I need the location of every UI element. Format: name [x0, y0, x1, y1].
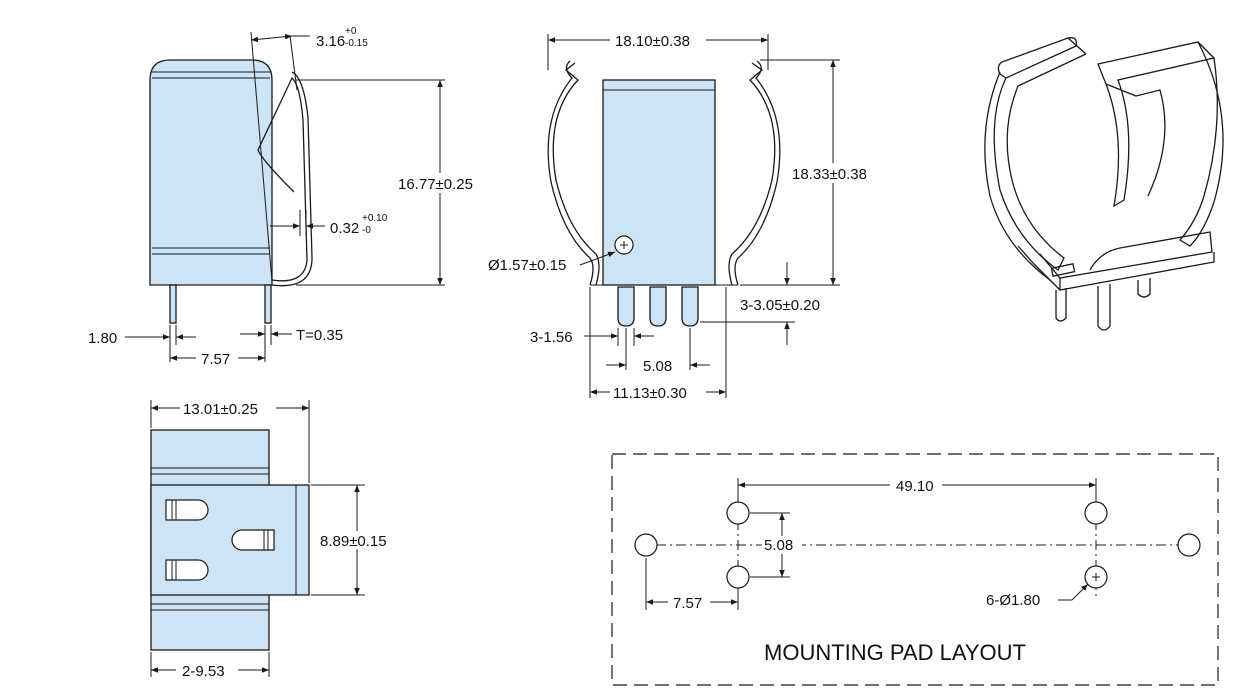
side-pin-left [169, 284, 177, 324]
front-dim-width: 18.10±0.38 [615, 33, 690, 50]
front-pin-3 [681, 286, 699, 327]
front-dim-pin-pitch: 5.08 [643, 358, 672, 375]
side-dim-height: 16.77±0.25 [398, 176, 473, 193]
front-view: Ø1.57±0.15 18.10±0.38 18.33±0.38 3-3.05±… [488, 31, 880, 402]
pad-left-top [726, 501, 750, 525]
pad-layout: 49.10 5.08 7.57 6-Ø1.80 MOUNTING PAD LAY… [611, 453, 1219, 686]
pad-layout-frame [611, 453, 1219, 686]
bottom-dim-tab-height: 8.89±0.15 [320, 533, 387, 550]
front-dim-base-width: 11.13±0.30 [613, 385, 687, 402]
side-dim-clip-width: 3.16 [316, 33, 345, 50]
iso-arm-left [993, 37, 1087, 271]
pad-left-bottom [726, 565, 750, 589]
side-view-clip [257, 76, 308, 282]
iso-base [1039, 231, 1213, 279]
side-dim-gap: 0.32 [330, 220, 359, 237]
front-view-body [602, 79, 716, 286]
side-view: 16.77±0.25 3.16 +0 -0.15 0.32 +0.10 -0 1… [88, 26, 485, 368]
side-dim-clip-width-tol-lower: -0.15 [345, 38, 368, 49]
side-dim-gap-tol-lower: -0 [362, 225, 371, 236]
pad-dim-span: 49.10 [896, 478, 934, 495]
front-dim-height: 18.33±0.38 [792, 166, 867, 183]
side-dim-clip-width-tol-upper: +0 [345, 26, 357, 37]
front-dim-hole: Ø1.57±0.15 [488, 257, 566, 274]
pad-right-top [1084, 501, 1108, 525]
pad-dim-holes: 6-Ø1.80 [986, 592, 1040, 609]
side-dim-pin-left: 1.80 [88, 330, 117, 347]
bottom-view: 13.01±0.25 8.89±0.15 2-9.53 [150, 400, 400, 680]
front-arm-right [728, 62, 776, 286]
front-dim-pin-length: 3-3.05±0.20 [740, 297, 820, 314]
iso-pin-3 [1137, 278, 1151, 298]
bottom-dim-width: 13.01±0.25 [183, 401, 258, 418]
pad-right-outer [1177, 533, 1201, 557]
iso-pin-1 [1055, 288, 1067, 322]
side-pin-right [264, 284, 272, 324]
pad-dim-pitch: 5.08 [764, 537, 793, 554]
iso-arm-right [1097, 41, 1216, 208]
front-pin-2 [649, 286, 667, 327]
side-view-body [149, 59, 273, 286]
iso-pin-2 [1097, 284, 1111, 331]
side-dim-pin-pitch: 7.57 [201, 351, 230, 368]
pad-dim-offset: 7.57 [673, 595, 702, 612]
side-dim-gap-tol-upper: +0.10 [362, 213, 388, 224]
front-arm-left [552, 62, 600, 286]
bottom-dim-bottom: 2-9.53 [182, 663, 225, 680]
front-dim-pin-width: 3-1.56 [530, 329, 573, 346]
pad-left-outer [634, 533, 658, 557]
isometric-view [984, 37, 1224, 331]
side-dim-thickness: T=0.35 [296, 327, 343, 344]
front-pin-1 [617, 286, 635, 327]
pad-layout-title: MOUNTING PAD LAYOUT [764, 640, 1026, 665]
